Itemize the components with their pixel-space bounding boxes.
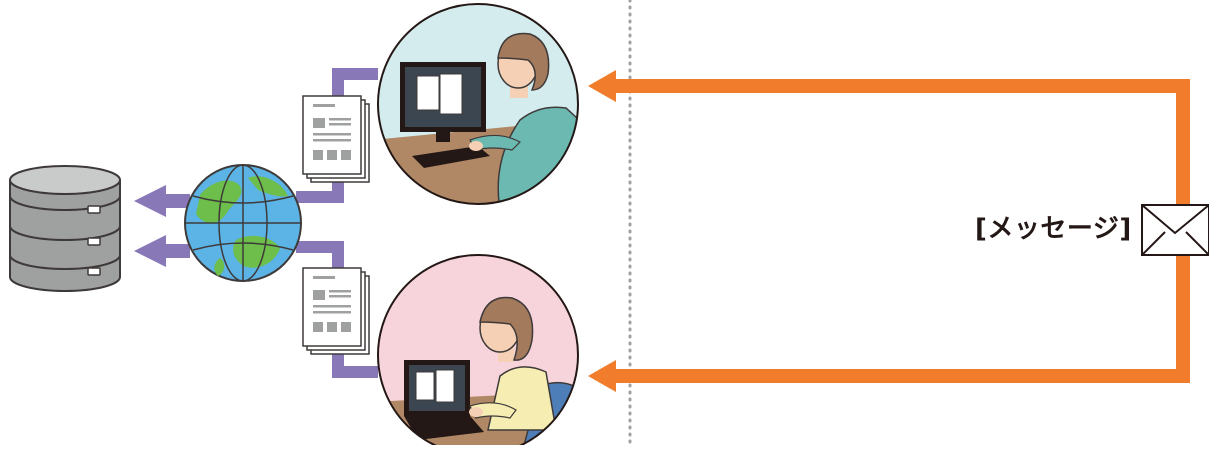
database-server-icon [9, 165, 121, 292]
arrowhead-bottom [588, 360, 616, 392]
arrowhead-top [588, 70, 616, 102]
document-icon [302, 267, 370, 355]
document-icon [302, 95, 370, 183]
envelope-icon [1141, 204, 1209, 256]
globe-icon [184, 164, 302, 282]
person-at-computer-icon [377, 3, 579, 205]
person-at-computer-icon [377, 254, 579, 449]
globe-server-arrows [134, 185, 190, 267]
message-label: [メッセージ] [975, 214, 1132, 244]
